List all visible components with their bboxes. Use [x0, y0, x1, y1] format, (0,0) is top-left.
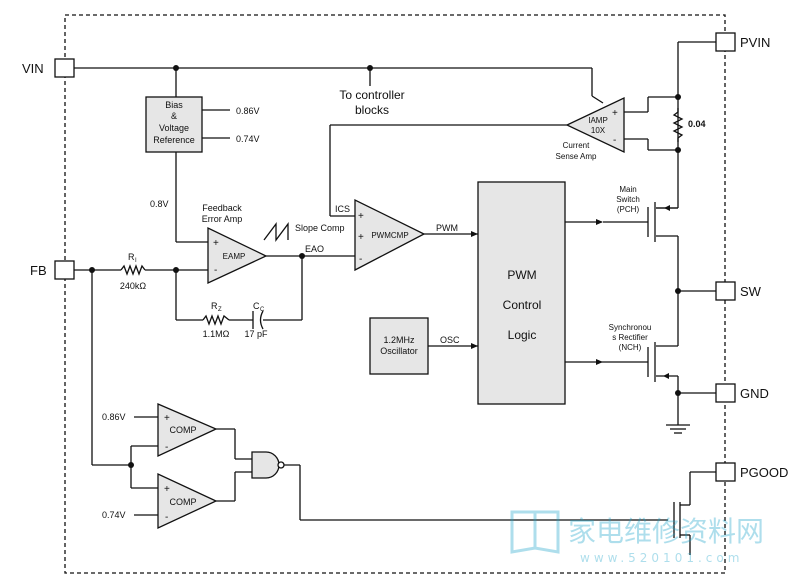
pwm-logic-line2: Control [503, 298, 542, 312]
pwmcmp-minus: - [359, 254, 362, 265]
comp2-minus: - [165, 512, 168, 523]
eamp-triangle [207, 226, 268, 285]
bias-vref: 0.8V [150, 199, 169, 209]
sync-rect-line2: s Rectifier [612, 333, 648, 342]
comp1-triangle [157, 403, 218, 458]
bias-out-low: 0.74V [236, 134, 260, 144]
comp1-minus: - [165, 442, 168, 453]
ground-icon [666, 424, 690, 434]
eao-label: EAO [305, 244, 324, 254]
pvin-pin [715, 32, 736, 52]
iamp-caption1: Current [563, 141, 590, 150]
cc-name: C [253, 301, 260, 311]
bias-line4: Reference [153, 135, 195, 145]
r1-sub: I [135, 258, 137, 264]
eamp-plus: + [213, 238, 219, 249]
junctions [89, 65, 681, 468]
oscillator-block [369, 317, 429, 375]
eamp-caption1: Feedback [202, 203, 242, 213]
comp1-plus: + [164, 413, 170, 424]
iamp-name: IAMP [588, 116, 608, 125]
r1-resistor [120, 264, 146, 276]
sync-rectifier-nmos [596, 342, 669, 382]
comp2-name: COMP [170, 497, 197, 507]
bias-out-high: 0.86V [236, 106, 260, 116]
rz-name: R [211, 301, 218, 311]
main-switch-pmos [596, 202, 678, 242]
fb-label: FB [30, 263, 47, 278]
pwmcmp-triangle [354, 198, 426, 272]
bias-line2: & [171, 111, 177, 121]
comp1-ref: 0.86V [102, 412, 126, 422]
slope-comp-sawtooth [263, 222, 289, 242]
comp2-plus: + [164, 484, 170, 495]
cc-capacitor [252, 310, 264, 330]
main-switch-line3: (PCH) [617, 205, 640, 214]
bias-line1: Bias [165, 100, 183, 110]
comp2-triangle [157, 472, 218, 530]
pwmcmp-plus-mid: + [358, 232, 364, 243]
main-switch-line1: Main [619, 185, 636, 194]
bias-line3: Voltage [159, 123, 189, 133]
pwmcmp-name: PWMCMP [371, 231, 408, 240]
iamp-triangle [565, 96, 625, 154]
nand-gate [251, 451, 285, 479]
pwm-logic-block [477, 181, 566, 405]
fb-pin [54, 260, 75, 280]
watermark-text: 家电维修资料网 [568, 515, 764, 548]
sense-resistor-value: 0.04 [688, 119, 706, 129]
iamp-caption2: Sense Amp [556, 152, 597, 161]
pwm-arrow [471, 231, 478, 237]
ics-label: ICS [335, 204, 350, 214]
sync-rect-line3: (NCH) [619, 343, 642, 352]
sw-pin [715, 281, 736, 301]
eamp-name: EAMP [223, 252, 246, 261]
r1-name: R [128, 252, 135, 262]
iamp-gain: 10X [591, 126, 606, 135]
pwmcmp-plus-top: + [358, 211, 364, 222]
sw-label: SW [740, 284, 762, 299]
iamp-minus: - [613, 135, 616, 146]
eamp-caption2: Error Amp [202, 214, 243, 224]
cc-value: 17 pF [244, 329, 268, 339]
watermark: 家电维修资料网 www.520101.com [510, 510, 764, 565]
pwm-logic-line1: PWM [507, 268, 536, 282]
pgood-label: PGOOD [740, 465, 788, 480]
comp1-name: COMP [170, 425, 197, 435]
vin-pin [54, 58, 75, 78]
vin-label: VIN [22, 61, 44, 76]
oscillator-line1: 1.2MHz [383, 335, 415, 345]
cc-sub: C [260, 307, 265, 313]
controller-note-line2: blocks [355, 103, 389, 117]
osc-arrow [471, 343, 478, 349]
sync-rect-line1: Synchronou [609, 323, 652, 332]
rz-resistor [202, 314, 230, 326]
pwm-signal-label: PWM [436, 223, 458, 233]
main-switch-line2: Switch [616, 195, 640, 204]
pwm-logic-line3: Logic [508, 328, 537, 342]
sense-resistor [672, 108, 684, 142]
bias-block [145, 96, 203, 153]
oscillator-line2: Oscillator [380, 346, 418, 356]
gnd-label: GND [740, 386, 769, 401]
eamp-minus: - [214, 265, 217, 276]
watermark-sub: www.520101.com [580, 551, 743, 565]
slope-comp-label: Slope Comp [295, 223, 345, 233]
pgood-pin [715, 462, 736, 482]
pvin-label: PVIN [740, 35, 770, 50]
iamp-plus: + [612, 108, 618, 119]
osc-signal-label: OSC [440, 335, 460, 345]
gnd-pin [715, 383, 736, 403]
rz-value: 1.1MΩ [203, 329, 230, 339]
comp2-ref: 0.74V [102, 510, 126, 520]
wires [74, 41, 716, 555]
r1-value: 240kΩ [120, 281, 147, 291]
rz-sub: Z [218, 307, 222, 313]
controller-note-line1: To controller [339, 88, 404, 102]
